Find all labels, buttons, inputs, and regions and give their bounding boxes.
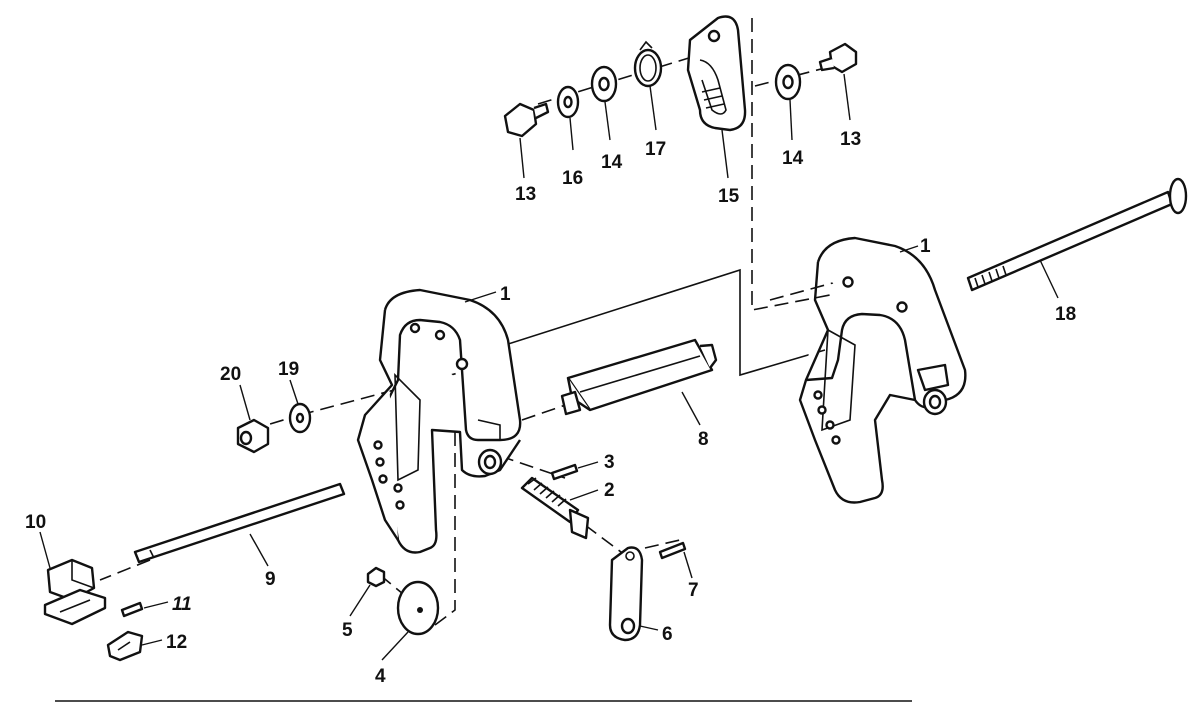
callout-11: 11 [172, 594, 192, 615]
callout-3: 3 [604, 452, 615, 473]
callout-20: 20 [220, 364, 241, 385]
spring-ring [633, 40, 663, 88]
callout-2: 2 [604, 480, 615, 501]
tilt-rod [133, 482, 346, 564]
hex-nut [236, 418, 270, 454]
callout-14-left: 14 [601, 152, 623, 173]
tilt-tube [560, 338, 718, 416]
thumb-screw-left [503, 102, 550, 138]
bracket-plate [686, 15, 747, 132]
callout-labels: 13 16 14 17 15 14 13 1 1 18 20 19 8 3 2 … [25, 129, 1076, 687]
callout-7: 7 [688, 580, 699, 601]
pin-7 [658, 541, 687, 560]
callout-10: 10 [25, 512, 46, 533]
callout-12: 12 [166, 632, 187, 653]
callout-18: 18 [1055, 304, 1076, 325]
callout-8: 8 [698, 429, 709, 450]
callout-14-right: 14 [782, 148, 804, 169]
washer-14-left [590, 65, 618, 103]
pin-11 [120, 601, 144, 618]
callout-19: 19 [278, 359, 299, 380]
assembly-outline [504, 268, 826, 377]
handle-knob [43, 558, 107, 626]
disc-4 [396, 580, 440, 636]
washer-19 [288, 402, 312, 434]
callout-17: 17 [645, 139, 666, 160]
callout-5: 5 [342, 620, 353, 641]
clamp-bracket-right [798, 236, 967, 504]
through-bolt [966, 177, 1188, 292]
clip-12 [106, 630, 144, 662]
thumb-screw-right [818, 42, 858, 74]
clamp-bracket-left [356, 288, 522, 554]
callout-9: 9 [265, 569, 276, 590]
callout-6: 6 [662, 624, 673, 645]
callout-13-left: 13 [515, 184, 536, 205]
callout-1-right: 1 [920, 236, 931, 257]
pin-3 [550, 463, 579, 481]
washer-16 [556, 85, 580, 119]
callout-1-left: 1 [500, 284, 511, 305]
callout-15: 15 [718, 186, 740, 207]
nut-5 [366, 566, 386, 588]
tilt-lever [608, 546, 644, 642]
leader-lines [39, 73, 1059, 661]
callout-13-right: 13 [840, 129, 861, 150]
spring-link [520, 476, 590, 540]
callout-4: 4 [375, 666, 386, 687]
washer-14-right [774, 63, 802, 101]
callout-16: 16 [562, 168, 583, 189]
